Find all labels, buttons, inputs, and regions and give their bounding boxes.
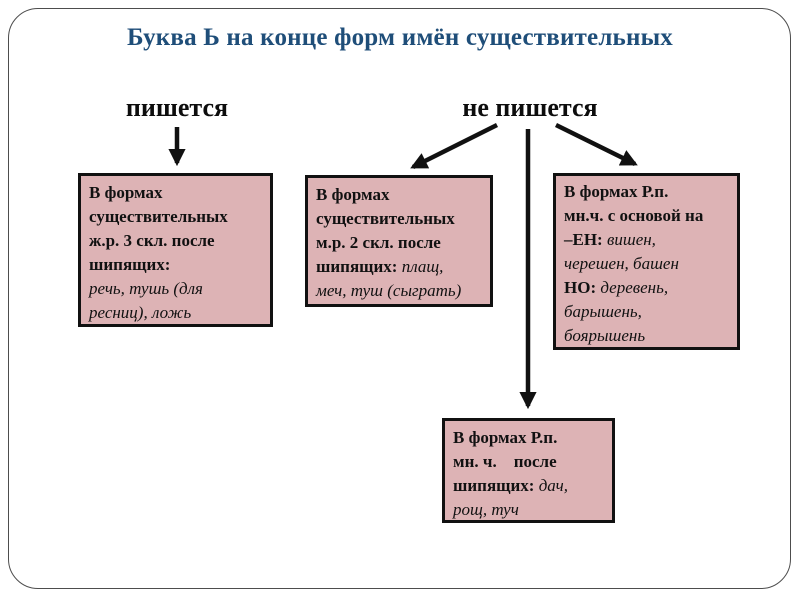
branch-label-not-written: не пишется <box>462 93 598 122</box>
rule-box-line: шипящих: <box>89 255 171 274</box>
rule-box-feminine-3rd-declension: В формах существительных ж.р. 3 скл. после… <box>78 173 273 327</box>
rule-box-line: В формах <box>89 183 163 202</box>
rule-box-line: НО: деревень, <box>564 278 669 297</box>
rule-box-line: В формах Р.п. <box>453 428 558 447</box>
rule-box-line: черешен, башен <box>564 254 679 273</box>
rule-box-line: речь, тушь (для <box>89 279 203 298</box>
rule-box-line: –ЕН: вишен, <box>564 230 656 249</box>
rule-box-line: ресниц), ложь <box>89 303 192 322</box>
branch-label-written: пишется <box>125 93 229 122</box>
rule-box-line: шипящих: плащ, <box>316 257 444 276</box>
page-title: Буква Ь на конце форм имён существительн… <box>126 24 673 51</box>
rule-box-line: В формах <box>316 185 390 204</box>
rule-box-line: м.р. 2 скл. после <box>316 233 441 252</box>
rule-box-line: существительных <box>89 207 228 226</box>
rule-box-masculine-2nd-declension: В формах существительных м.р. 2 скл. после… <box>305 175 493 307</box>
rule-box-line: мн. ч. после <box>453 452 557 471</box>
rule-box-line: рощ, туч <box>453 500 519 519</box>
rule-box-line: барышень, <box>564 302 642 321</box>
rule-box-line: В формах Р.п. <box>564 182 669 201</box>
rule-box-line: существительных <box>316 209 455 228</box>
rule-box-genitive-plural-en-stem: В формах Р.п. мн.ч. с основой на –ЕН: више… <box>553 173 740 350</box>
rule-box-line: ж.р. 3 скл. после <box>89 231 215 250</box>
rule-box-line: мн.ч. с основой на <box>564 206 704 225</box>
rule-box-line: боярышень <box>564 326 646 345</box>
rule-box-line: шипящих: дач, <box>453 476 568 495</box>
rule-box-genitive-plural-sibilants: В формах Р.п. мн. ч. после шипящих: дач, ро… <box>442 418 615 523</box>
rule-box-line: меч, туш (сыграть) <box>316 281 462 300</box>
